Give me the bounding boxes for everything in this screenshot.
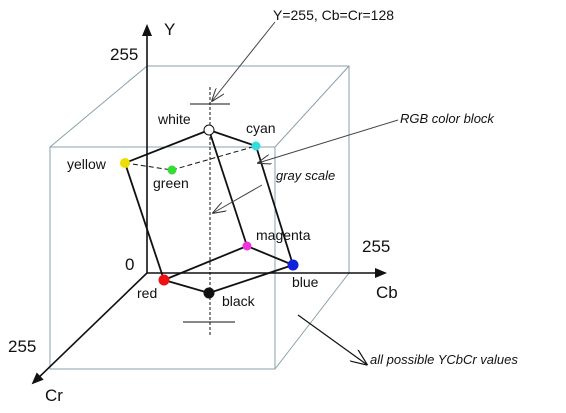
- label-yellow: yellow: [67, 156, 107, 172]
- label-cyan: cyan: [246, 120, 276, 136]
- cr-axis-max-label: 255: [8, 337, 36, 356]
- origin-label: 0: [125, 255, 134, 274]
- cb-axis-max-label: 255: [362, 237, 390, 256]
- edge-blue-black: [208, 264, 294, 294]
- leader-gray-scale: [213, 184, 263, 213]
- leader-top-point: [212, 21, 276, 101]
- cr-axis: [31, 272, 148, 385]
- annotation-texts: Y=255, Cb=Cr=128 RGB color block gray sc…: [273, 7, 518, 367]
- y-axis-label: Y: [164, 20, 175, 39]
- annotation-ycbcr-values: all possible YCbCr values: [370, 352, 518, 367]
- leader-rgb-block: [258, 119, 399, 163]
- dot-cyan: [251, 141, 261, 151]
- edge-magenta-red: [163, 245, 248, 281]
- cb-axis-label: Cb: [376, 283, 398, 302]
- annotation-top-point: Y=255, Cb=Cr=128: [273, 7, 394, 23]
- rgb-color-block: [124, 129, 294, 294]
- label-black: black: [222, 293, 256, 309]
- dot-red: [158, 274, 170, 286]
- corner-labels: white cyan yellow green magenta red blue…: [67, 111, 319, 309]
- edge-white-magenta: [208, 129, 248, 247]
- corner-points: [120, 124, 299, 299]
- edge-white-yellow: [124, 129, 210, 164]
- label-magenta: magenta: [256, 227, 311, 243]
- axes: [31, 24, 387, 385]
- annotation-rgb-block: RGB color block: [400, 111, 495, 126]
- edge-red-black: [163, 279, 210, 294]
- edge-green-cyan-hidden: [171, 145, 257, 171]
- cube-edge-bottom-right: [274, 272, 350, 370]
- cube-edge-top-right: [274, 65, 350, 148]
- dot-green: [167, 165, 177, 175]
- edge-white-cyan: [208, 129, 257, 147]
- label-green: green: [153, 175, 189, 191]
- edge-cyan-blue: [255, 145, 294, 266]
- dot-black: [203, 287, 215, 299]
- edge-magenta-blue: [246, 245, 294, 266]
- leader-ycbcr-values: [297, 314, 366, 364]
- edge-yellow-red: [124, 162, 165, 281]
- dot-blue: [287, 259, 299, 271]
- label-blue: blue: [292, 274, 319, 290]
- dot-magenta: [242, 241, 252, 251]
- cube-edge-top-left: [49, 65, 148, 148]
- dot-white: [203, 124, 215, 136]
- edge-yellow-green-hidden: [124, 162, 173, 171]
- y-axis-max-label: 255: [110, 45, 138, 64]
- axis-labels: Y 255 255 Cb 255 Cr 0: [8, 20, 398, 405]
- label-white: white: [157, 111, 191, 127]
- cr-axis-label: Cr: [45, 386, 63, 405]
- dot-yellow: [120, 158, 130, 168]
- annotation-leaders: [212, 21, 399, 364]
- label-red: red: [137, 285, 157, 301]
- annotation-gray-scale: gray scale: [276, 168, 335, 183]
